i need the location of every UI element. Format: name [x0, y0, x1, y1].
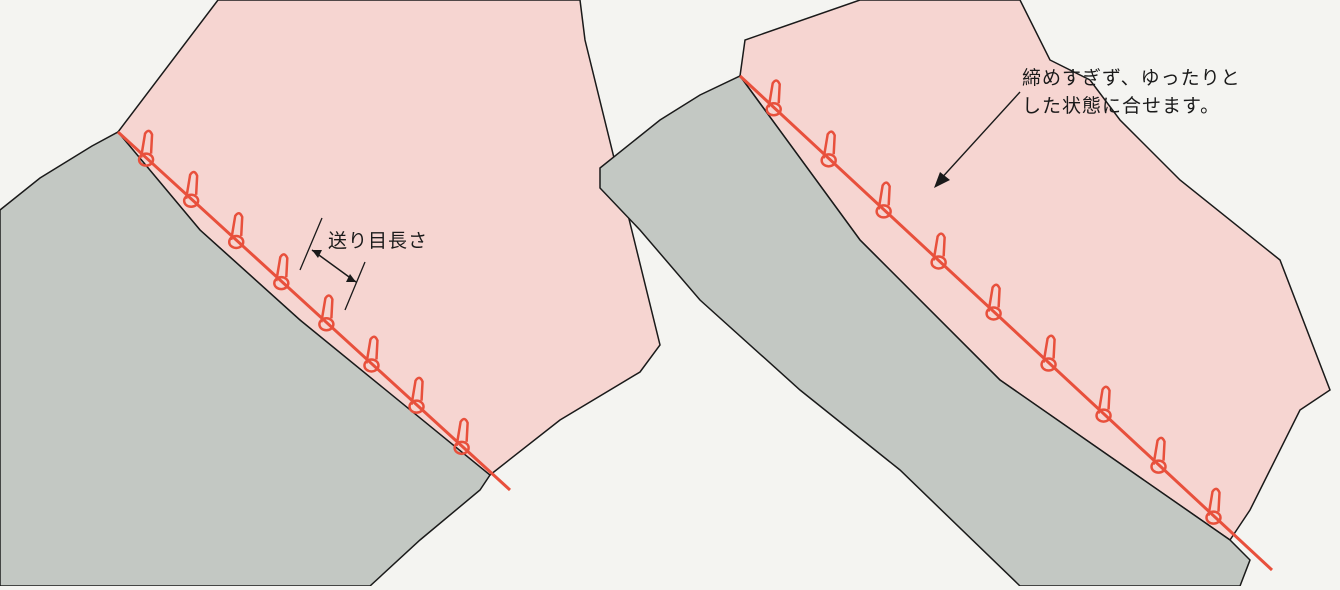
stitch-loop [1150, 436, 1167, 474]
right-bottom-fabric [599, 75, 1251, 587]
stitch-loop [1095, 385, 1112, 423]
stitch-loop [1040, 334, 1057, 372]
stitch-loop [930, 232, 947, 270]
stitch-loop [820, 130, 837, 168]
stitch-loop [765, 79, 782, 117]
stitch-length-indicator [299, 217, 366, 311]
right-stitches [765, 79, 1222, 525]
stitch-loop [227, 211, 245, 250]
right-seam-line [738, 74, 1274, 572]
tension-note-line1: 締めすぎず、ゆったりと [1022, 67, 1241, 89]
left-stitches [137, 129, 470, 456]
stitch-loop [363, 335, 380, 373]
stitch-loop [1205, 487, 1222, 525]
tension-note-line2: した状態に合せます。 [1022, 95, 1221, 117]
stitch-loop [318, 294, 335, 332]
tension-note: 締めすぎず、ゆったりと した状態に合せます。 [1022, 64, 1241, 120]
stitch-loop [408, 376, 425, 414]
stitch-loop [273, 253, 290, 291]
stitch-loop [182, 170, 200, 209]
stitch-loop [985, 283, 1002, 321]
stitch-loop [137, 129, 155, 167]
tension-note-arrow [934, 91, 1021, 188]
right-seam-diagram [599, 0, 1331, 587]
stitch-loop [875, 181, 892, 219]
left-seam-line [116, 130, 512, 492]
stitch-loop [453, 417, 470, 456]
stitch-length-label: 送り目長さ [328, 230, 429, 252]
left-seam-diagram [0, 0, 661, 587]
